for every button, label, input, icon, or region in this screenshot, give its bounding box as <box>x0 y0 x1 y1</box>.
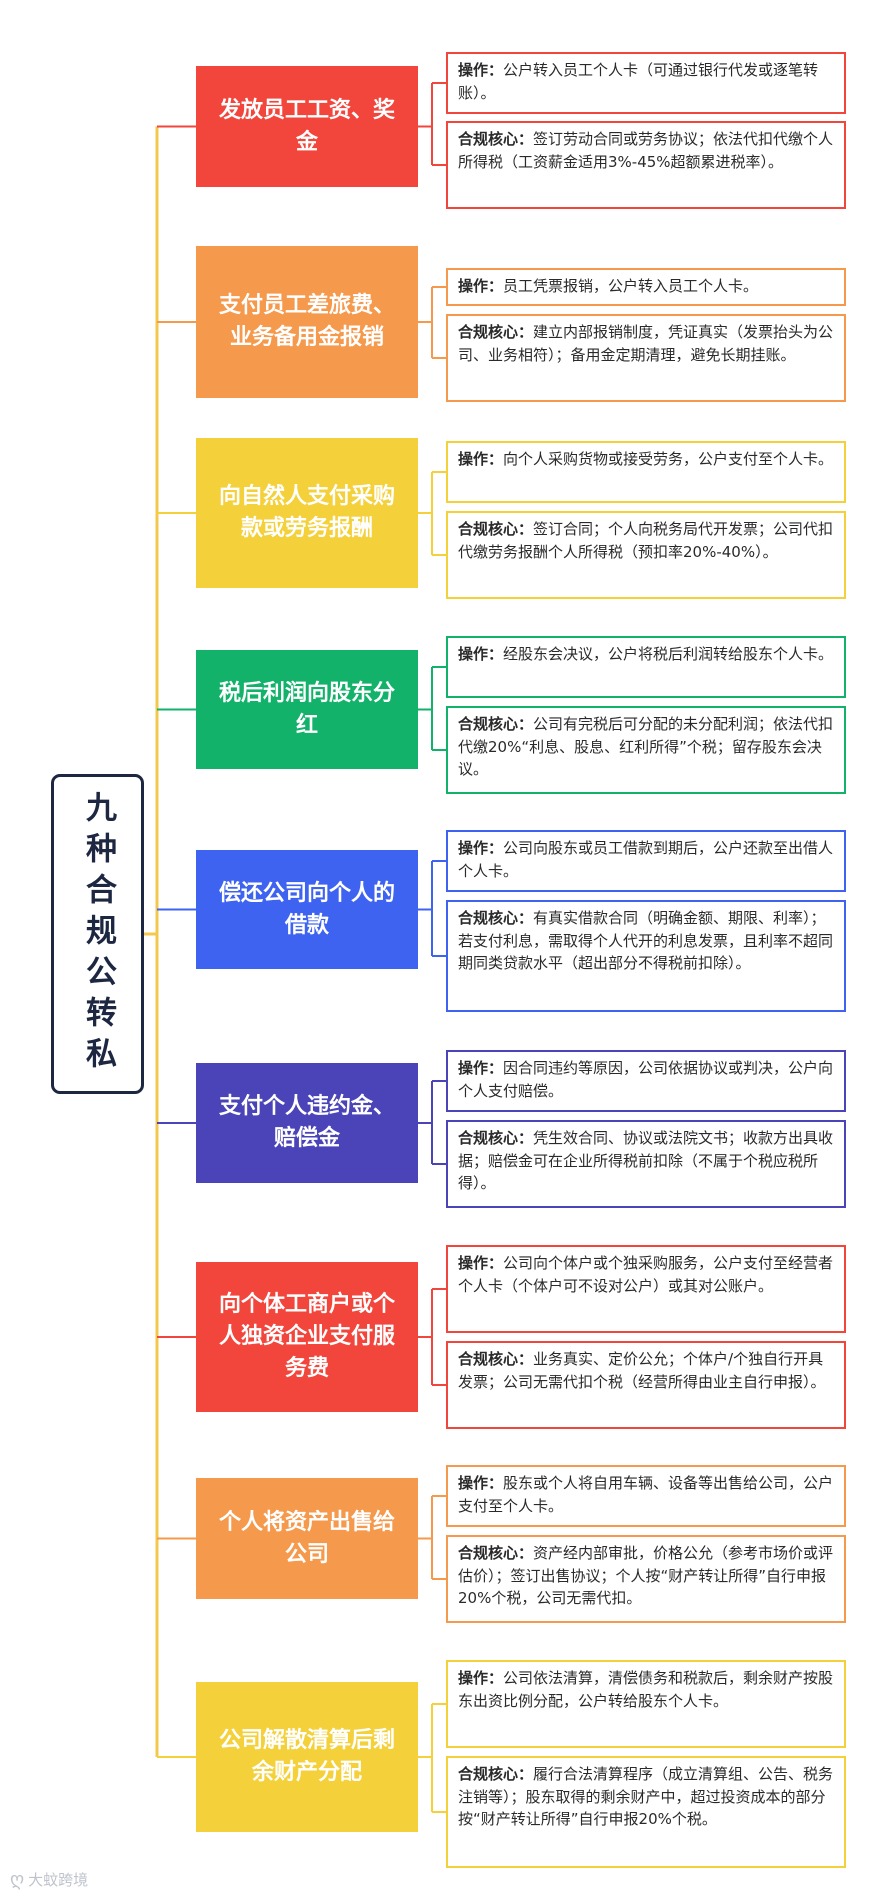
operation-note-key: 操作： <box>458 450 504 468</box>
compliance-note-text: 签订劳动合同或劳务协议；依法代扣代缴个人所得税（工资薪金适用3%-45%超额累进… <box>458 130 834 171</box>
operation-note: 操作：公司向个体户或个独采购服务，公户支付至经营者个人卡（个体户可不设对公户）或… <box>446 1245 846 1333</box>
root-node: 九种合规公转私 <box>51 774 144 1094</box>
root-title: 九种合规公转私 <box>80 790 116 1078</box>
operation-note-text: 公司向个体户或个独采购服务，公户支付至经营者个人卡（个体户可不设对公户）或其对公… <box>458 1254 834 1295</box>
compliance-note: 合规核心：资产经内部审批，价格公允（参考市场价或评估价）；签订出售协议；个人按“… <box>446 1535 846 1623</box>
operation-note-key: 操作： <box>458 61 504 79</box>
category-node: 公司解散清算后剩余财产分配 <box>196 1682 418 1832</box>
category-title: 向自然人支付采购款或劳务报酬 <box>218 484 395 541</box>
compliance-note-text: 凭生效合同、协议或法院文书；收款方出具收据；赔偿金可在企业所得税前扣除（不属于个… <box>458 1129 834 1192</box>
category-title: 支付个人违约金、赔偿金 <box>218 1094 395 1151</box>
category-title: 偿还公司向个人的借款 <box>218 880 395 938</box>
operation-note: 操作：公司向股东或员工借款到期后，公户还款至出借人个人卡。 <box>446 830 846 892</box>
compliance-note-text: 业务真实、定价公允；个体户/个独自行开具发票；公司无需代扣个税（经营所得由业主自… <box>458 1350 826 1391</box>
operation-note-text: 公司向股东或员工借款到期后，公户还款至出借人个人卡。 <box>458 839 834 880</box>
operation-note-text: 因合同违约等原因，公司依据协议或判决，公户向个人支付赔偿。 <box>458 1059 834 1100</box>
category-node: 支付员工差旅费、业务备用金报销 <box>196 246 418 398</box>
watermark-text: 大蚊跨境 <box>28 1871 89 1889</box>
category-title: 向个体工商户或个人独资企业支付服务费 <box>218 1292 395 1381</box>
category-node: 税后利润向股东分红 <box>196 650 418 769</box>
operation-note: 操作：公司依法清算，清偿债务和税款后，剩余财产按股东出资比例分配，公户转给股东个… <box>446 1660 846 1748</box>
category-title: 个人将资产出售给公司 <box>218 1509 395 1567</box>
compliance-note: 合规核心：建立内部报销制度，凭证真实（发票抬头为公司、业务相符）；备用金定期清理… <box>446 314 846 402</box>
operation-note: 操作：因合同违约等原因，公司依据协议或判决，公户向个人支付赔偿。 <box>446 1050 846 1112</box>
operation-note-text: 员工凭票报销，公户转入员工个人卡。 <box>503 277 759 295</box>
operation-note-key: 操作： <box>458 839 504 857</box>
category-node: 向个体工商户或个人独资企业支付服务费 <box>196 1262 418 1412</box>
operation-note: 操作：员工凭票报销，公户转入员工个人卡。 <box>446 268 846 306</box>
compliance-note: 合规核心：履行合法清算程序（成立清算组、公告、税务注销等）；股东取得的剩余财产中… <box>446 1756 846 1868</box>
operation-note-key: 操作： <box>458 1669 504 1687</box>
category-node: 偿还公司向个人的借款 <box>196 850 418 969</box>
category-node: 支付个人违约金、赔偿金 <box>196 1063 418 1183</box>
operation-note: 操作：经股东会决议，公户将税后利润转给股东个人卡。 <box>446 636 846 698</box>
compliance-note: 合规核心：凭生效合同、协议或法院文书；收款方出具收据；赔偿金可在企业所得税前扣除… <box>446 1120 846 1208</box>
compliance-note-key: 合规核心： <box>458 1765 534 1783</box>
compliance-note: 合规核心：签订合同；个人向税务局代开发票；公司代扣代缴劳务报酬个人所得税（预扣率… <box>446 511 846 599</box>
category-title: 发放员工工资、奖金 <box>218 97 395 155</box>
watermark: ღ 大蚊跨境 <box>10 1869 88 1890</box>
operation-note-text: 经股东会决议，公户将税后利润转给股东个人卡。 <box>503 645 834 663</box>
compliance-note-key: 合规核心： <box>458 520 534 538</box>
operation-note: 操作：公户转入员工个人卡（可通过银行代发或逐笔转账）。 <box>446 52 846 114</box>
category-node: 个人将资产出售给公司 <box>196 1478 418 1599</box>
category-title: 支付员工差旅费、业务备用金报销 <box>218 293 395 350</box>
category-title: 税后利润向股东分红 <box>218 680 395 738</box>
operation-note-key: 操作： <box>458 1059 504 1077</box>
compliance-note-key: 合规核心： <box>458 323 534 341</box>
compliance-note-key: 合规核心： <box>458 130 534 148</box>
operation-note: 操作：股东或个人将自用车辆、设备等出售给公司，公户支付至个人卡。 <box>446 1465 846 1527</box>
compliance-note: 合规核心：业务真实、定价公允；个体户/个独自行开具发票；公司无需代扣个税（经营所… <box>446 1341 846 1429</box>
compliance-note-text: 有真实借款合同（明确金额、期限、利率）；若支付利息，需取得个人代开的利息发票，且… <box>458 909 834 972</box>
compliance-note: 合规核心：签订劳动合同或劳务协议；依法代扣代缴个人所得税（工资薪金适用3%-45… <box>446 121 846 209</box>
operation-note: 操作：向个人采购货物或接受劳务，公户支付至个人卡。 <box>446 441 846 503</box>
compliance-note-text: 建立内部报销制度，凭证真实（发票抬头为公司、业务相符）；备用金定期清理，避免长期… <box>458 323 834 364</box>
operation-note-key: 操作： <box>458 1474 504 1492</box>
category-node: 向自然人支付采购款或劳务报酬 <box>196 438 418 588</box>
compliance-note-key: 合规核心： <box>458 909 534 927</box>
compliance-note-key: 合规核心： <box>458 1350 534 1368</box>
operation-note-key: 操作： <box>458 1254 504 1272</box>
compliance-note-text: 公司有完税后可分配的未分配利润；依法代扣代缴20%“利息、股息、红利所得”个税；… <box>458 715 834 778</box>
compliance-note-key: 合规核心： <box>458 1129 534 1147</box>
operation-note-text: 股东或个人将自用车辆、设备等出售给公司，公户支付至个人卡。 <box>458 1474 834 1515</box>
compliance-note-text: 履行合法清算程序（成立清算组、公告、税务注销等）；股东取得的剩余财产中，超过投资… <box>458 1765 834 1828</box>
operation-note-key: 操作： <box>458 277 504 295</box>
compliance-note-text: 资产经内部审批，价格公允（参考市场价或评估价）；签订出售协议；个人按“财产转让所… <box>458 1544 834 1607</box>
operation-note-text: 公司依法清算，清偿债务和税款后，剩余财产按股东出资比例分配，公户转给股东个人卡。 <box>458 1669 834 1710</box>
compliance-note: 合规核心：有真实借款合同（明确金额、期限、利率）；若支付利息，需取得个人代开的利… <box>446 900 846 1012</box>
compliance-note: 合规核心：公司有完税后可分配的未分配利润；依法代扣代缴20%“利息、股息、红利所… <box>446 706 846 794</box>
operation-note-text: 公户转入员工个人卡（可通过银行代发或逐笔转账）。 <box>458 61 819 102</box>
compliance-note-key: 合规核心： <box>458 1544 534 1562</box>
category-title: 公司解散清算后剩余财产分配 <box>218 1728 395 1785</box>
operation-note-text: 向个人采购货物或接受劳务，公户支付至个人卡。 <box>503 450 834 468</box>
watermark-logo-icon: ღ <box>10 1869 25 1890</box>
compliance-note-text: 签订合同；个人向税务局代开发票；公司代扣代缴劳务报酬个人所得税（预扣率20%-4… <box>458 520 834 561</box>
operation-note-key: 操作： <box>458 645 504 663</box>
compliance-note-key: 合规核心： <box>458 715 534 733</box>
category-node: 发放员工工资、奖金 <box>196 66 418 187</box>
